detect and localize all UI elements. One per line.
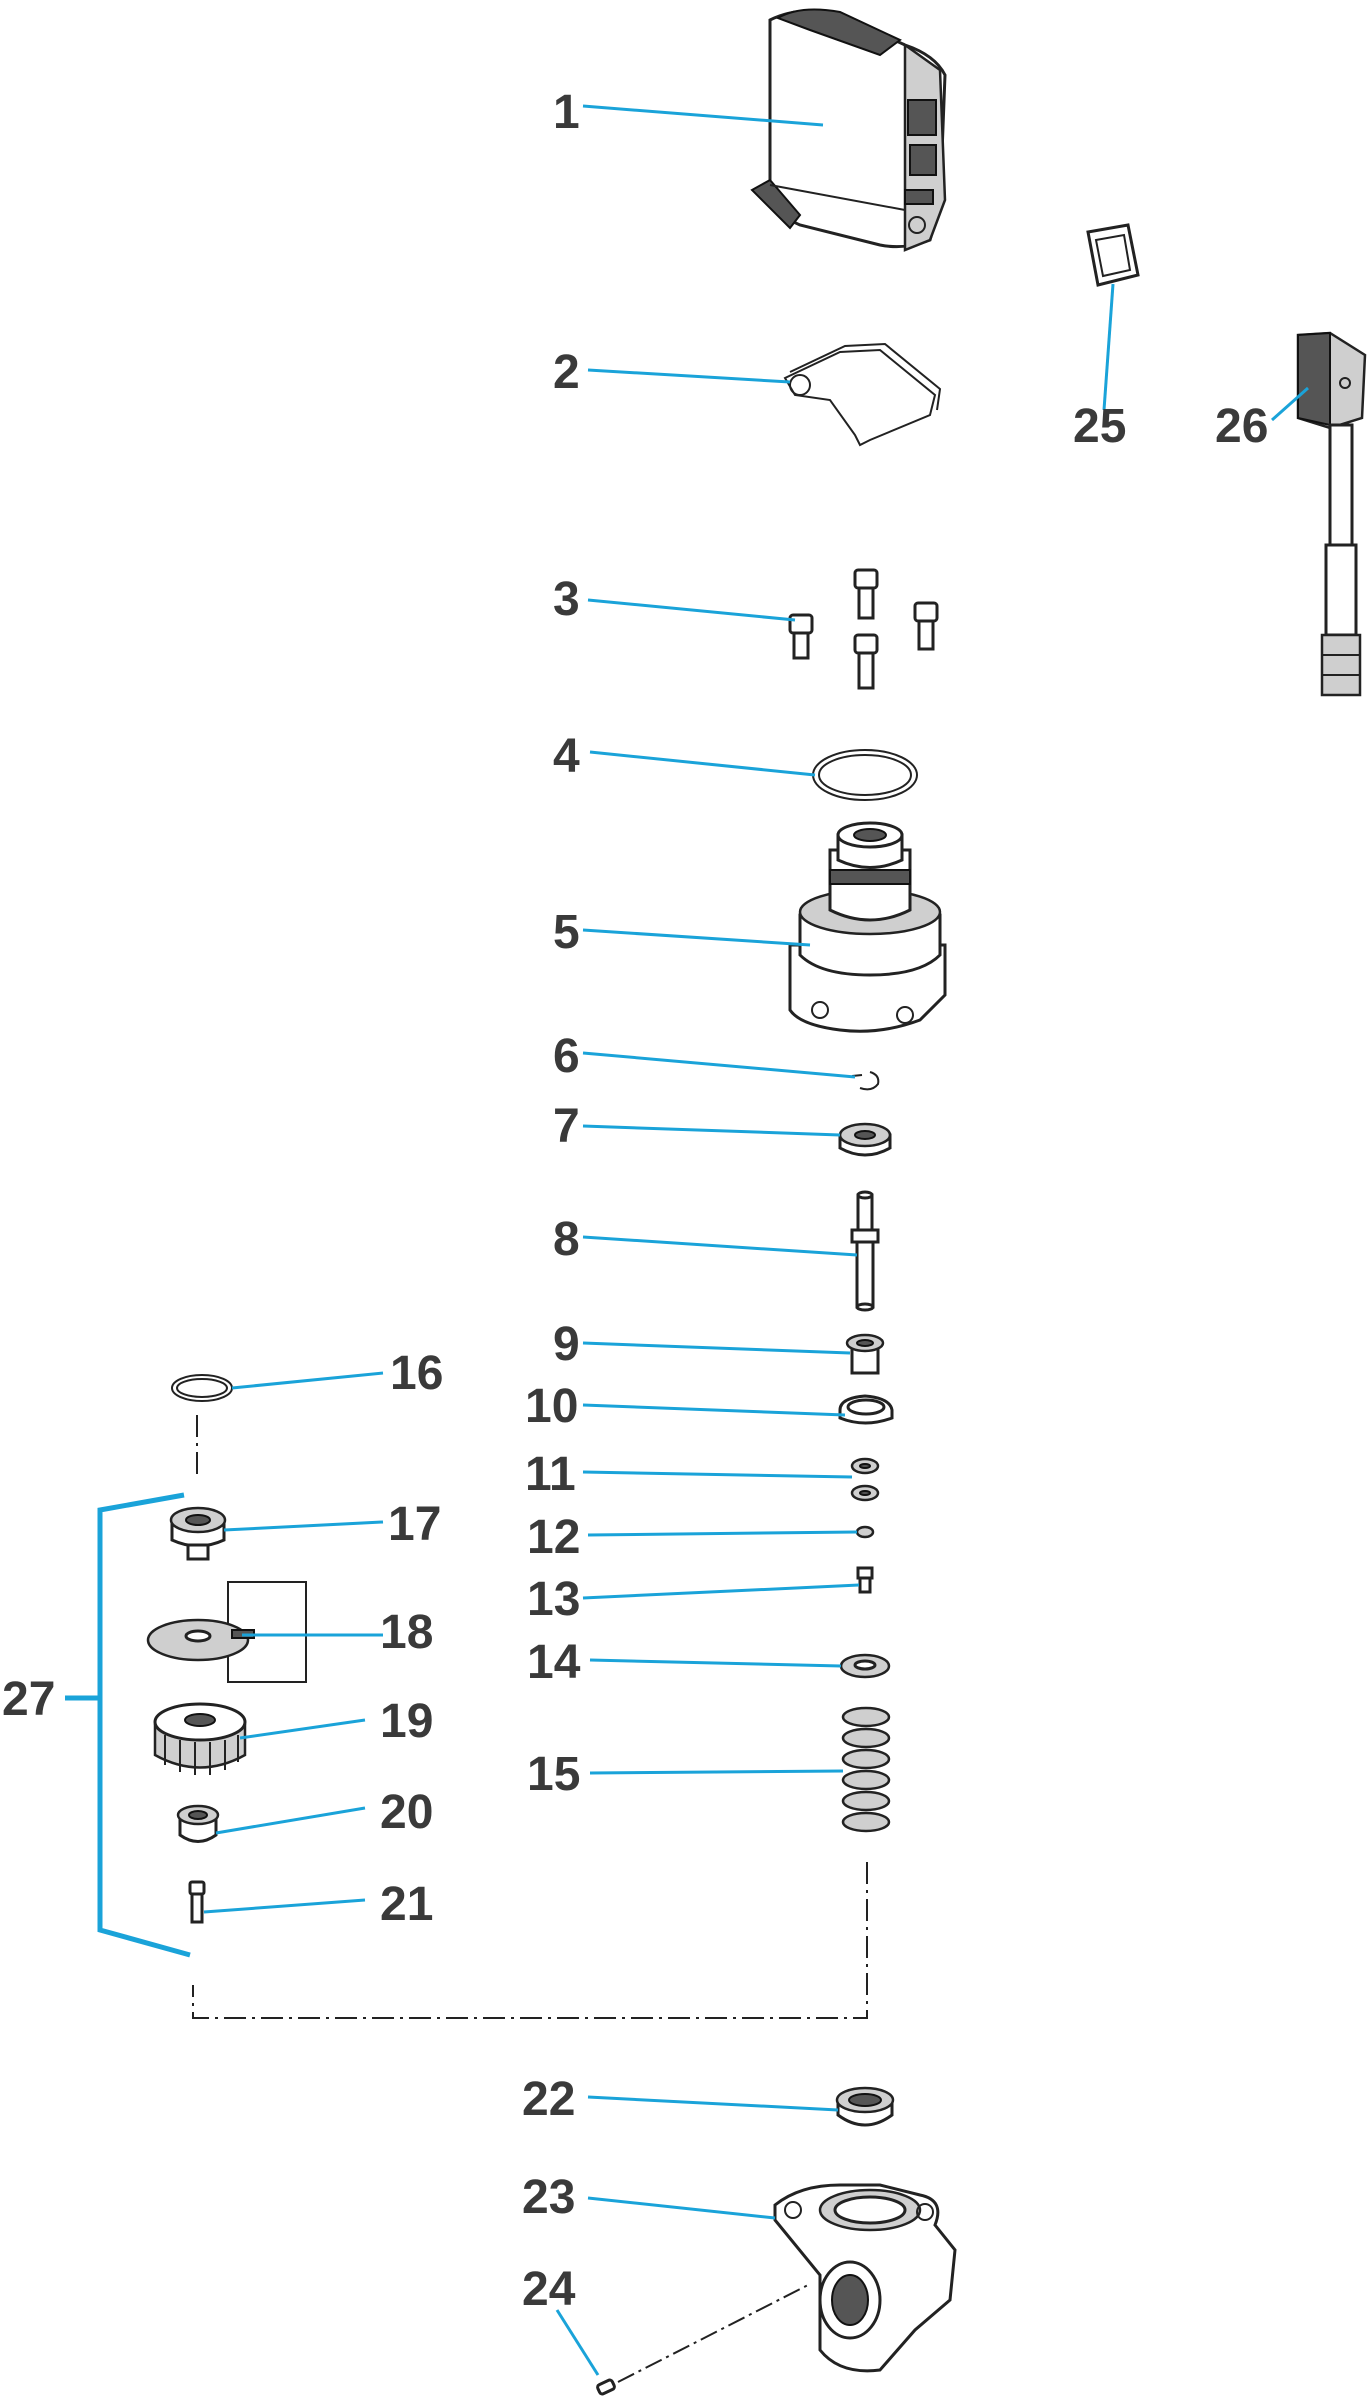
label-23: 23 <box>522 2171 575 2224</box>
label-7: 7 <box>553 1100 580 1153</box>
leader-lines <box>203 104 1309 2376</box>
label-3: 3 <box>553 573 580 626</box>
group-bracket-27 <box>97 1492 191 1958</box>
label-19: 19 <box>380 1695 433 1748</box>
part-14-flat-washer <box>839 1653 891 1679</box>
part-24-pin <box>596 2284 809 2396</box>
label-2: 2 <box>553 346 580 399</box>
label-26: 26 <box>1215 400 1268 453</box>
part-22-seat <box>835 2086 895 2127</box>
label-16: 16 <box>390 1347 443 1400</box>
label-8: 8 <box>553 1213 580 1266</box>
label-15: 15 <box>527 1748 580 1801</box>
part-17-cap <box>169 1506 227 1561</box>
part-2-wire-clip <box>783 342 942 447</box>
label-1: 1 <box>553 86 580 139</box>
label-12: 12 <box>527 1511 580 1564</box>
label-17: 17 <box>388 1498 441 1551</box>
part-7-seal <box>838 1122 892 1157</box>
label-13: 13 <box>527 1573 580 1626</box>
label-24: 24 <box>522 2263 576 2316</box>
part-5-bonnet <box>788 821 947 1033</box>
callout-labels: 1 2 3 4 5 6 7 8 9 10 11 12 13 14 15 16 1… <box>2 86 1268 2316</box>
label-10: 10 <box>525 1380 578 1433</box>
part-15-spring <box>841 1706 891 1833</box>
label-22: 22 <box>522 2073 575 2126</box>
label-14: 14 <box>527 1636 581 1689</box>
part-16-o-ring <box>171 1374 233 1402</box>
label-25: 25 <box>1073 400 1126 453</box>
part-13-pin <box>856 1566 874 1594</box>
part-19-gear <box>153 1702 247 1775</box>
assembly-path-line <box>192 1862 868 2019</box>
part-1-actuator-housing <box>750 8 947 252</box>
part-12-small-washer <box>855 1525 875 1539</box>
label-9: 9 <box>553 1318 580 1371</box>
part-18-indicator-disc <box>146 1581 307 1683</box>
part-10-cam-ring <box>838 1394 894 1425</box>
part-6-circlip <box>851 1071 880 1091</box>
label-27: 27 <box>2 1673 55 1726</box>
part-21-screw <box>188 1880 206 1924</box>
part-25-gasket <box>1086 223 1140 287</box>
label-4: 4 <box>553 730 580 783</box>
label-18: 18 <box>380 1606 433 1659</box>
part-11-washers <box>850 1457 880 1502</box>
label-5: 5 <box>553 906 580 959</box>
part-4-o-ring <box>812 749 918 801</box>
part-26-cable-connector <box>1296 331 1367 697</box>
label-20: 20 <box>380 1786 433 1839</box>
label-21: 21 <box>380 1878 433 1931</box>
part-9-bushing <box>845 1333 885 1375</box>
label-11: 11 <box>525 1448 576 1501</box>
label-6: 6 <box>553 1030 580 1083</box>
part-20-bushing <box>176 1804 220 1843</box>
part-3-screws <box>788 568 939 690</box>
part-23-valve-body <box>773 2183 957 2373</box>
part-8-spindle <box>850 1190 880 1312</box>
